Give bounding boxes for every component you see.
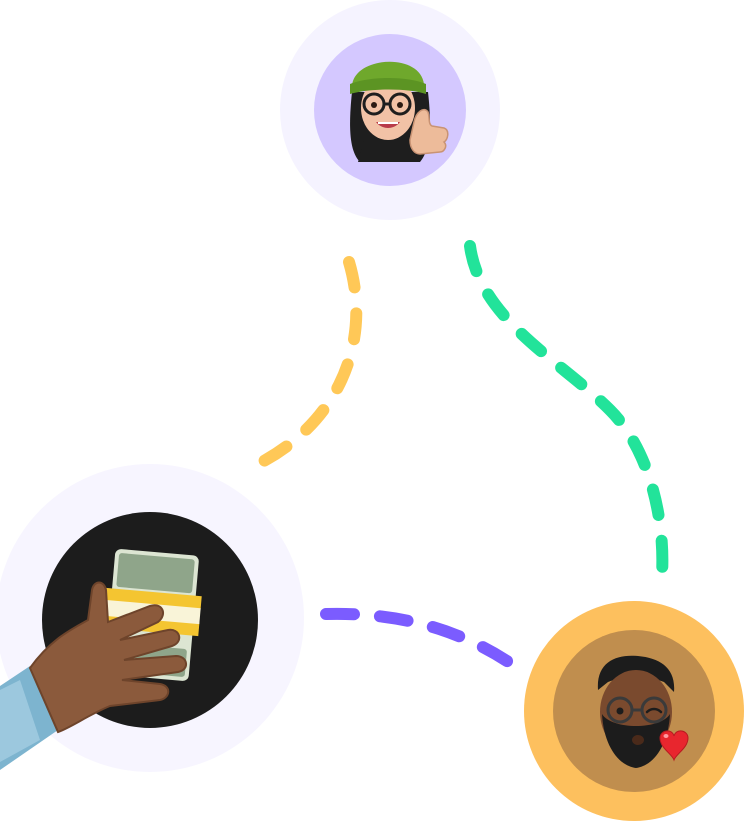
connector-left-right	[320, 607, 516, 669]
node-left: $	[0, 464, 304, 772]
man-wink-kiss-avatar-icon	[597, 655, 689, 768]
node-right	[524, 601, 744, 821]
connector-top-right	[464, 240, 669, 580]
woman-thumbs-up-avatar-icon	[350, 61, 449, 162]
node-top	[280, 0, 500, 220]
hand-holding-cash-icon: $	[0, 549, 202, 770]
connector-top-left	[256, 256, 363, 468]
